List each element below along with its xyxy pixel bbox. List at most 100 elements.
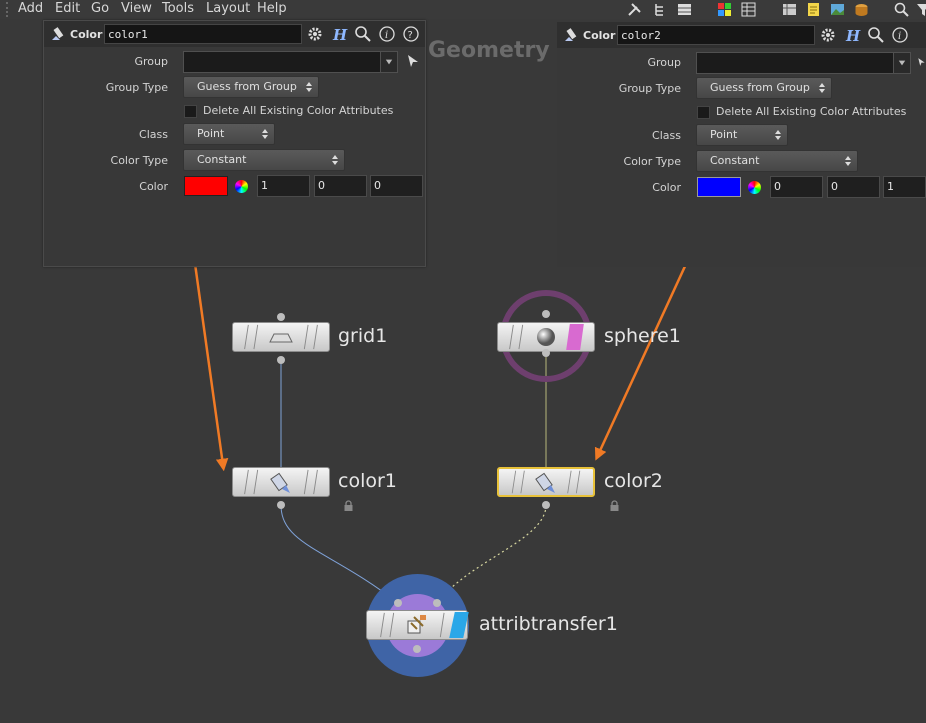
updown-arrow-icon: [775, 130, 781, 140]
node-body[interactable]: [497, 322, 595, 352]
class-label: Class: [139, 128, 168, 141]
grid-icon: [269, 333, 293, 343]
color-g-field[interactable]: 0: [827, 176, 880, 198]
output-connector[interactable]: [542, 349, 550, 357]
output-connector[interactable]: [542, 501, 550, 509]
menu-tools[interactable]: Tools: [162, 1, 195, 16]
search-icon[interactable]: [867, 26, 885, 44]
input-connector-2[interactable]: [433, 599, 441, 607]
color-type-value: Constant: [197, 153, 247, 166]
delete-colors-checkbox[interactable]: [184, 105, 197, 118]
grid-icon[interactable]: [717, 2, 732, 17]
group-field[interactable]: [696, 52, 901, 74]
info-icon[interactable]: i: [378, 25, 396, 43]
class-dropdown[interactable]: Point: [183, 123, 275, 145]
menu-view[interactable]: View: [121, 1, 152, 16]
menu-go[interactable]: Go: [91, 1, 110, 16]
input-connector-1[interactable]: [394, 599, 402, 607]
node-name-field[interactable]: color2: [617, 25, 815, 45]
box-icon[interactable]: [854, 2, 869, 17]
color-b-field[interactable]: 1: [883, 176, 926, 198]
node-name-field[interactable]: color1: [104, 24, 302, 44]
node-body[interactable]: [366, 610, 469, 640]
list-icon[interactable]: [677, 2, 692, 17]
color-wheel-icon[interactable]: [748, 181, 761, 194]
node-picker-arrow-icon[interactable]: [917, 55, 926, 69]
spreadsheet-icon[interactable]: [782, 2, 797, 17]
node-picker-arrow-icon[interactable]: [406, 54, 420, 68]
class-dropdown[interactable]: Point: [696, 124, 788, 146]
svg-text:H: H: [845, 27, 861, 44]
lock-icon[interactable]: [343, 500, 354, 511]
panel-op-type: Color: [70, 28, 103, 41]
node-body[interactable]: [497, 467, 595, 497]
attribute-transfer-icon: [407, 615, 426, 634]
search-icon[interactable]: [354, 25, 372, 43]
menu-add[interactable]: Add: [18, 1, 44, 16]
color-type-dropdown[interactable]: Constant: [696, 150, 858, 172]
panel-op-type: Color: [583, 29, 616, 42]
network-context-title: Geometry: [428, 38, 550, 63]
class-label: Class: [652, 129, 681, 142]
chevron-down-icon: [385, 59, 393, 65]
menu-layout[interactable]: Layout: [206, 1, 251, 16]
color-op-icon: [52, 27, 64, 40]
table-icon[interactable]: [741, 2, 756, 17]
output-connector[interactable]: [277, 356, 285, 364]
class-value: Point: [197, 127, 225, 140]
filter-icon[interactable]: [916, 2, 926, 17]
color-g-field[interactable]: 0: [314, 175, 367, 197]
tree-icon[interactable]: [653, 2, 668, 17]
delete-colors-label: Delete All Existing Color Attributes: [716, 105, 907, 118]
color-op-icon: [270, 472, 290, 493]
sphere-icon: [537, 328, 555, 346]
color-wheel-icon[interactable]: [235, 180, 248, 193]
output-connector[interactable]: [413, 645, 421, 653]
tools-icon[interactable]: [627, 2, 642, 17]
menubar: Add Edit Go View Tools Layout Help: [0, 0, 926, 19]
group-dropdown-button[interactable]: [380, 51, 398, 73]
delete-colors-checkbox[interactable]: [697, 106, 710, 119]
note-icon[interactable]: [806, 2, 821, 17]
updown-arrow-icon: [332, 155, 338, 165]
group-field[interactable]: [183, 51, 388, 73]
node-body[interactable]: [232, 467, 330, 497]
svg-text:?: ?: [408, 30, 413, 41]
search-icon[interactable]: [894, 2, 909, 17]
class-value: Point: [710, 128, 738, 141]
gear-icon[interactable]: [819, 26, 837, 44]
group-type-value: Guess from Group: [710, 81, 810, 94]
input-connector[interactable]: [277, 313, 285, 321]
updown-arrow-icon: [819, 83, 825, 93]
menu-edit[interactable]: Edit: [55, 1, 81, 16]
color-type-dropdown[interactable]: Constant: [183, 149, 345, 171]
updown-arrow-icon: [306, 82, 312, 92]
menu-help[interactable]: Help: [257, 1, 287, 16]
group-type-dropdown[interactable]: Guess from Group: [183, 76, 319, 98]
menubar-handle: [6, 2, 14, 17]
color-type-value: Constant: [710, 154, 760, 167]
group-dropdown-button[interactable]: [893, 52, 911, 74]
group-type-label: Group Type: [618, 82, 681, 95]
parameter-panel-color1: Color color1 H i ? Group Group Type Gues…: [43, 20, 426, 267]
image-icon[interactable]: [830, 2, 845, 17]
color-r-field[interactable]: 1: [257, 175, 310, 197]
lock-icon[interactable]: [609, 500, 620, 511]
node-body-stripes: [244, 324, 318, 350]
info-icon[interactable]: i: [891, 26, 909, 44]
output-connector[interactable]: [277, 501, 285, 509]
color-label: Color: [139, 180, 168, 193]
color-r-field[interactable]: 0: [770, 176, 823, 198]
help-hint-icon[interactable]: H: [330, 25, 348, 43]
group-type-dropdown[interactable]: Guess from Group: [696, 77, 832, 99]
group-type-value: Guess from Group: [197, 80, 297, 93]
color-b-field[interactable]: 0: [370, 175, 423, 197]
color-swatch[interactable]: [184, 176, 228, 196]
input-connector[interactable]: [542, 310, 550, 318]
gear-icon[interactable]: [306, 25, 324, 43]
color-swatch[interactable]: [697, 177, 741, 197]
help-hint-icon[interactable]: H: [843, 26, 861, 44]
help-icon[interactable]: ?: [402, 25, 420, 43]
color-type-label: Color Type: [623, 155, 681, 168]
node-body[interactable]: [232, 322, 330, 352]
